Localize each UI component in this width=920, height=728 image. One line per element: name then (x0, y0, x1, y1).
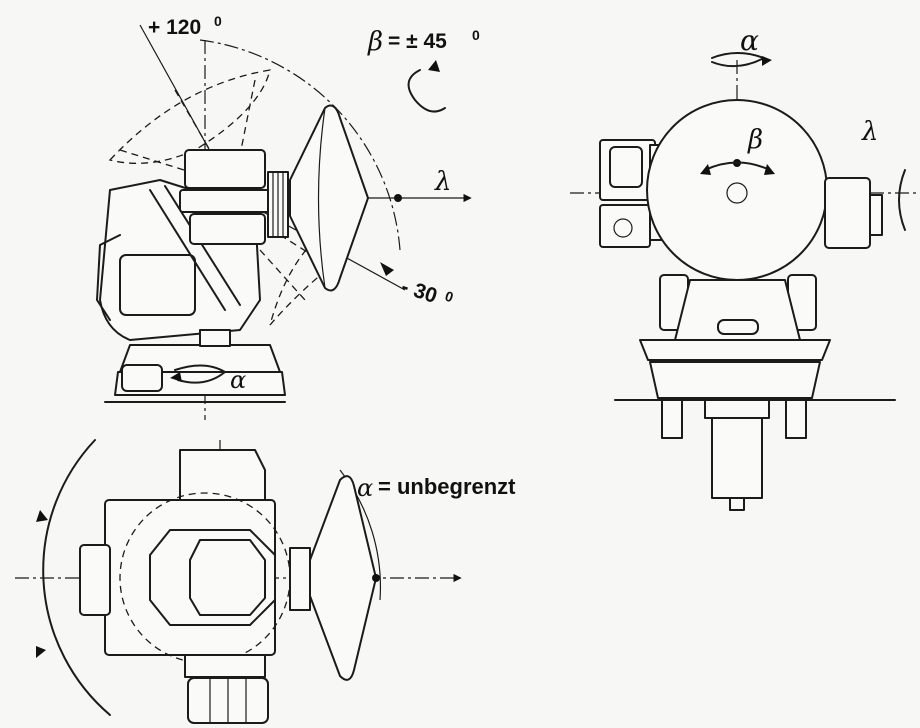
main-dish (289, 104, 369, 292)
support-strut-2 (164, 185, 241, 306)
label-tilt-up: + 120 (148, 16, 201, 39)
side-panel (119, 254, 196, 316)
label-alpha-range: = unbegrenzt (378, 474, 516, 499)
front-left-lower-box (599, 204, 651, 248)
down-tilt-arrowhead (380, 262, 394, 276)
front-view (570, 52, 920, 511)
top-feed-collar (289, 547, 311, 611)
side-view (96, 24, 472, 420)
label-beta-range-deg: 0 (472, 27, 480, 43)
beta-rotation-arrow (407, 69, 446, 113)
label-tilt-down-deg: 0 (443, 288, 456, 306)
label-lambda-side: λ (434, 167, 451, 197)
front-base (649, 361, 821, 399)
front-foot-left (661, 399, 683, 439)
label-lambda-front: λ (861, 117, 878, 147)
top-left-sweep-arc (42, 439, 111, 716)
front-right-box (824, 177, 871, 249)
top-left-box (79, 544, 111, 616)
front-column (711, 417, 763, 499)
label-tilt-up-deg: 0 (214, 13, 222, 29)
front-foot-right (785, 399, 807, 439)
front-turntable (639, 339, 831, 361)
support-strut (149, 189, 226, 311)
label-beta-range: = ± 45 (388, 30, 447, 53)
side-housing (96, 234, 121, 321)
focal-point (394, 194, 402, 202)
base-connector (199, 329, 231, 347)
head-upper (184, 149, 266, 189)
top-lower-box (184, 654, 266, 678)
head-middle (179, 189, 271, 213)
label-alpha-base: α (230, 366, 246, 394)
front-lambda-arrow (898, 169, 906, 231)
label-alpha-top: α (357, 474, 373, 502)
top-view (15, 439, 462, 724)
label-tilt-down: - 30 (398, 275, 440, 308)
drive-motor (121, 364, 163, 392)
head-lower (189, 213, 266, 245)
label-beta-symbol: β (367, 27, 383, 57)
top-dish (309, 475, 377, 681)
alpha-rotation-arrow (174, 364, 226, 384)
front-column-top (704, 399, 770, 419)
front-beta-arrow (704, 161, 771, 171)
label-beta-front: β (747, 125, 763, 155)
label-alpha-front: α (740, 24, 759, 57)
top-upper-box (179, 449, 266, 501)
front-dish-disc (646, 99, 828, 281)
